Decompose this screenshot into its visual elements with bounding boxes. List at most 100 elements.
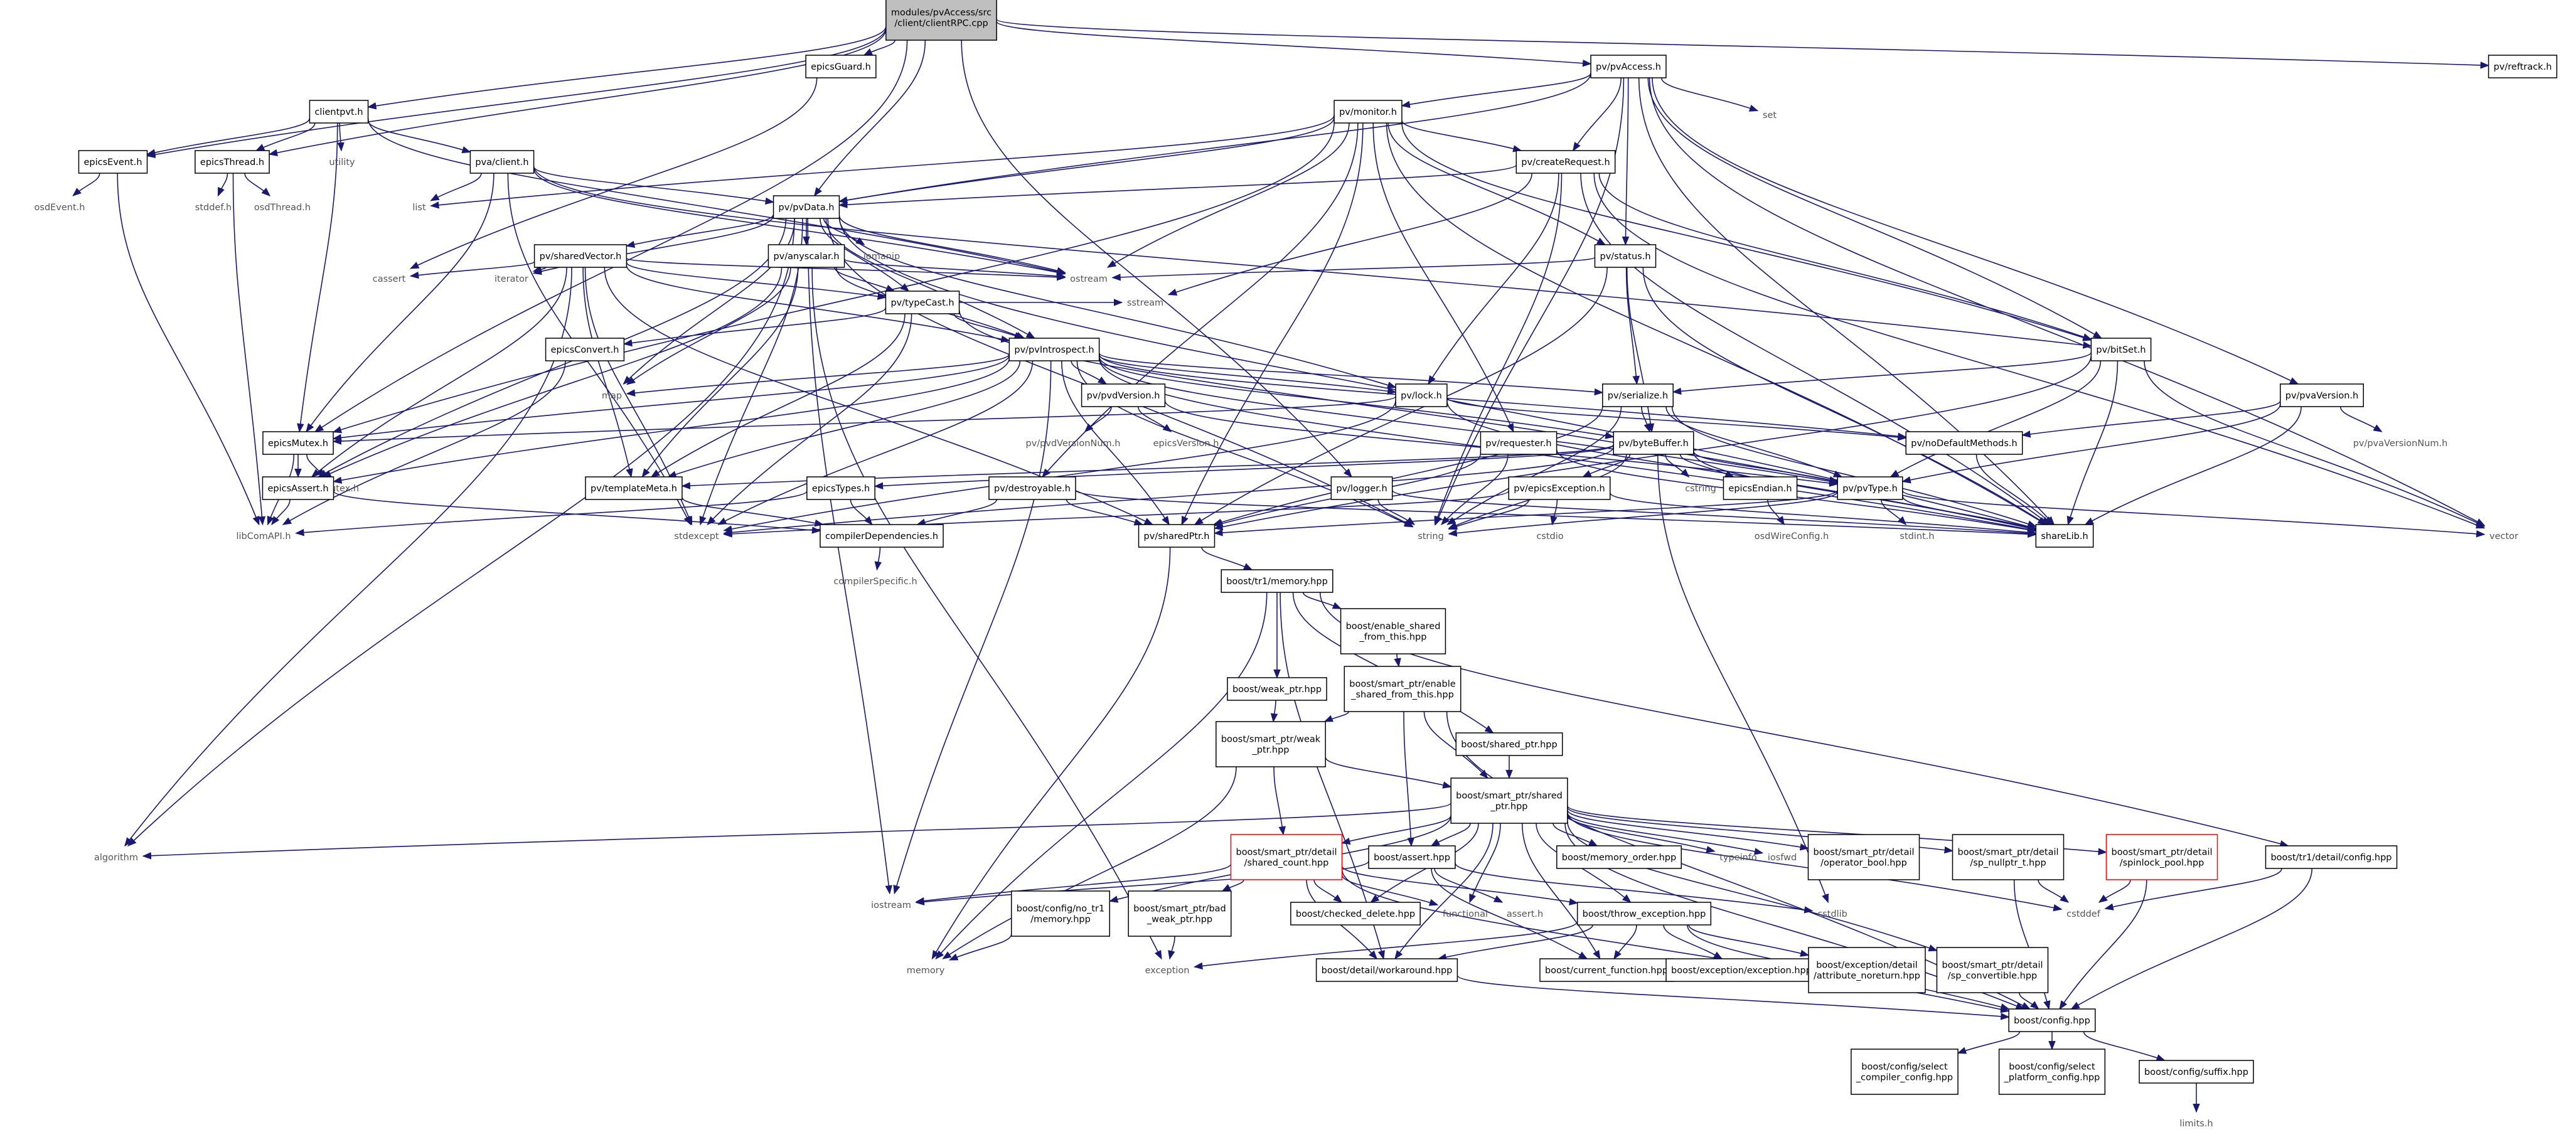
node-label: cstdlib bbox=[1817, 909, 1847, 919]
edge-sharedVector-to-typeCast bbox=[626, 262, 887, 300]
node-badWeak[interactable]: boost/smart_ptr/bad_weak_ptr.hpp bbox=[1128, 890, 1232, 937]
edge-spEnableShared-to-spShared bbox=[1423, 711, 1488, 779]
node-pvdVersion[interactable]: pv/pvdVersion.h bbox=[1081, 383, 1166, 407]
node-serialize[interactable]: pv/serialize.h bbox=[1602, 383, 1674, 407]
node-anyscalar[interactable]: pv/anyscalar.h bbox=[767, 244, 845, 268]
node-typeCast[interactable]: pv/typeCast.h bbox=[885, 291, 960, 314]
edge-pvIntrospect-to-epicsMutex bbox=[332, 355, 1010, 442]
node-memoryOrder[interactable]: boost/memory_order.hpp bbox=[1556, 845, 1682, 869]
node-spinlockPool[interactable]: boost/smart_ptr/detail/spinlock_pool.hpp bbox=[2105, 834, 2218, 880]
node-epicsTypes[interactable]: epicsTypes.h bbox=[806, 476, 875, 500]
node-sharedPtrHpp[interactable]: boost/shared_ptr.hpp bbox=[1455, 732, 1563, 756]
edge-sharedVector-to-epicsAssert bbox=[311, 267, 567, 478]
node-box bbox=[885, 0, 997, 41]
node-epicsEndian[interactable]: epicsEndian.h bbox=[1723, 476, 1798, 500]
node-noTr1[interactable]: boost/config/no_tr1/memory.hpp bbox=[1010, 890, 1111, 937]
node-label: epicsThread.h bbox=[200, 157, 264, 168]
node-throwException[interactable]: boost/throw_exception.hpp bbox=[1576, 902, 1712, 926]
node-box bbox=[1333, 100, 1403, 124]
node-sharedPtr[interactable]: pv/sharedPtr.h bbox=[1138, 524, 1216, 548]
node-label: boost/smart_ptr/bad bbox=[1133, 904, 1226, 914]
node-tr1memory[interactable]: boost/tr1/memory.hpp bbox=[1221, 569, 1333, 593]
edge-byteBuffer-to-epicsEndian bbox=[1679, 454, 1734, 478]
node-list: list bbox=[412, 203, 426, 213]
node-sharedVector[interactable]: pv/sharedVector.h bbox=[533, 244, 628, 268]
node-shareLib[interactable]: shareLib.h bbox=[2035, 524, 2094, 548]
node-currentFunction[interactable]: boost/current_function.hpp bbox=[1539, 958, 1674, 982]
node-selectCompiler[interactable]: boost/config/select_compiler_config.hpp bbox=[1851, 1049, 1959, 1095]
node-epicsMutex[interactable]: epicsMutex.h bbox=[262, 431, 334, 455]
node-epicsAssert[interactable]: epicsAssert.h bbox=[262, 476, 334, 500]
node-box bbox=[988, 476, 1076, 500]
node-enableShared[interactable]: boost/enable_shared_from_this.hpp bbox=[1340, 608, 1446, 654]
edge-epicsAssert-to-libComAPI bbox=[271, 499, 291, 526]
edge-pvaclient-to-epicsMutex bbox=[306, 173, 494, 433]
edge-pvAccess-to-bitSet bbox=[1647, 77, 2102, 339]
node-box bbox=[545, 338, 625, 361]
edge-pvAccess-to-set bbox=[1660, 77, 1759, 112]
node-box bbox=[1368, 845, 1456, 869]
edge-epicsAssert-to-compilerDependencies bbox=[333, 491, 821, 534]
node-compilerDependencies[interactable]: compilerDependencies.h bbox=[820, 524, 944, 548]
node-suffix[interactable]: boost/config/suffix.hpp bbox=[2139, 1060, 2254, 1084]
node-assertHpp[interactable]: boost/assert.hpp bbox=[1368, 845, 1456, 869]
node-pvaVersion[interactable]: pv/pvaVersion.h bbox=[2280, 383, 2364, 407]
node-monitor[interactable]: pv/monitor.h bbox=[1333, 100, 1403, 124]
node-pvIntrospect[interactable]: pv/pvIntrospect.h bbox=[1008, 338, 1100, 361]
node-epicsGuard[interactable]: epicsGuard.h bbox=[805, 55, 877, 78]
node-pvlogger[interactable]: pv/logger.h bbox=[1330, 476, 1393, 500]
node-noDefaultMethods[interactable]: pv/noDefaultMethods.h bbox=[1905, 431, 2023, 455]
node-bitSet[interactable]: pv/bitSet.h bbox=[2090, 338, 2152, 361]
node-pvaclient[interactable]: pva/client.h bbox=[469, 150, 535, 174]
node-pvAccess[interactable]: pv/pvAccess.h bbox=[1590, 55, 1667, 78]
node-checkedDelete[interactable]: boost/checked_delete.hpp bbox=[1290, 902, 1421, 926]
node-epicsThread[interactable]: epicsThread.h bbox=[195, 150, 270, 174]
edge-anyscalar-to-map bbox=[626, 267, 791, 385]
node-tr1Config[interactable]: boost/tr1/detail/config.hpp bbox=[2265, 845, 2398, 869]
node-memory: memory bbox=[907, 966, 945, 976]
node-operatorBool[interactable]: boost/smart_ptr/detail/operator_bool.hpp bbox=[1807, 834, 1920, 880]
node-root[interactable]: modules/pvAccess/src/client/clientRPC.cp… bbox=[885, 0, 997, 41]
node-configHpp[interactable]: boost/config.hpp bbox=[2008, 1008, 2096, 1032]
node-status[interactable]: pv/status.h bbox=[1594, 244, 1657, 268]
node-label: pv/serialize.h bbox=[1608, 391, 1668, 401]
edge-pvType-to-string bbox=[1448, 491, 1838, 537]
node-spShared[interactable]: boost/smart_ptr/shared_ptr.hpp bbox=[1450, 777, 1568, 824]
node-exceptionHpp[interactable]: boost/exception/exception.hpp bbox=[1665, 958, 1817, 982]
node-destroyable[interactable]: pv/destroyable.h bbox=[988, 476, 1076, 500]
node-pvType[interactable]: pv/pvType.h bbox=[1837, 476, 1903, 500]
node-reftrack[interactable]: pv/reftrack.h bbox=[2488, 55, 2558, 78]
edge-destroyable-to-sharedPtr bbox=[1066, 499, 1143, 526]
node-spNullptr[interactable]: boost/smart_ptr/detail/sp_nullptr_t.hpp bbox=[1952, 834, 2065, 880]
edge-destroyable-to-compilerDependencies bbox=[916, 499, 997, 526]
node-pvData[interactable]: pv/pvData.h bbox=[772, 195, 840, 219]
node-lock[interactable]: pv/lock.h bbox=[1395, 383, 1448, 407]
node-box bbox=[1227, 677, 1327, 701]
node-epicsException[interactable]: pv/epicsException.h bbox=[1508, 476, 1611, 500]
node-label: pv/anyscalar.h bbox=[773, 252, 839, 262]
node-spEnableShared[interactable]: boost/smart_ptr/enable_shared_from_this.… bbox=[1344, 666, 1462, 712]
node-createRequest[interactable]: pv/createRequest.h bbox=[1515, 150, 1616, 174]
node-clientpvt[interactable]: clientpvt.h bbox=[309, 100, 369, 124]
node-sharedCount[interactable]: boost/smart_ptr/detail/shared_count.hpp bbox=[1230, 834, 1343, 880]
node-selectPlatform[interactable]: boost/config/select_platform_config.hpp bbox=[1998, 1049, 2106, 1095]
node-spWeakPtr[interactable]: boost/smart_ptr/weak_ptr.hpp bbox=[1216, 721, 1326, 767]
node-byteBuffer[interactable]: pv/byteBuffer.h bbox=[1613, 431, 1694, 455]
node-label: pv/requester.h bbox=[1485, 439, 1551, 449]
node-noreturn[interactable]: boost/exception/detail/attribute_noretur… bbox=[1808, 947, 1926, 993]
edge-clientpvt-to-pvaclient bbox=[367, 120, 471, 154]
node-requester[interactable]: pv/requester.h bbox=[1480, 431, 1558, 455]
node-epicsConvert[interactable]: epicsConvert.h bbox=[545, 338, 625, 361]
edge-configHpp-to-selectCompiler bbox=[1957, 1031, 2021, 1054]
node-box bbox=[585, 476, 683, 500]
edge-root-to-epicsMutex bbox=[314, 40, 908, 432]
node-label: functional bbox=[1443, 909, 1488, 919]
node-epicsEvent[interactable]: epicsEvent.h bbox=[78, 150, 148, 174]
node-workaround[interactable]: boost/detail/workaround.hpp bbox=[1315, 958, 1458, 982]
node-spConvertible[interactable]: boost/smart_ptr/detail/sp_convertible.hp… bbox=[1936, 947, 2049, 993]
node-label: sstream bbox=[1127, 298, 1163, 308]
node-weakPtrHpp[interactable]: boost/weak_ptr.hpp bbox=[1227, 677, 1327, 701]
edge-pvdVersion-to-pvdVersionNum bbox=[1084, 406, 1112, 432]
node-templateMeta[interactable]: pv/templateMeta.h bbox=[585, 476, 683, 500]
node-label: cstddef bbox=[2066, 909, 2101, 919]
